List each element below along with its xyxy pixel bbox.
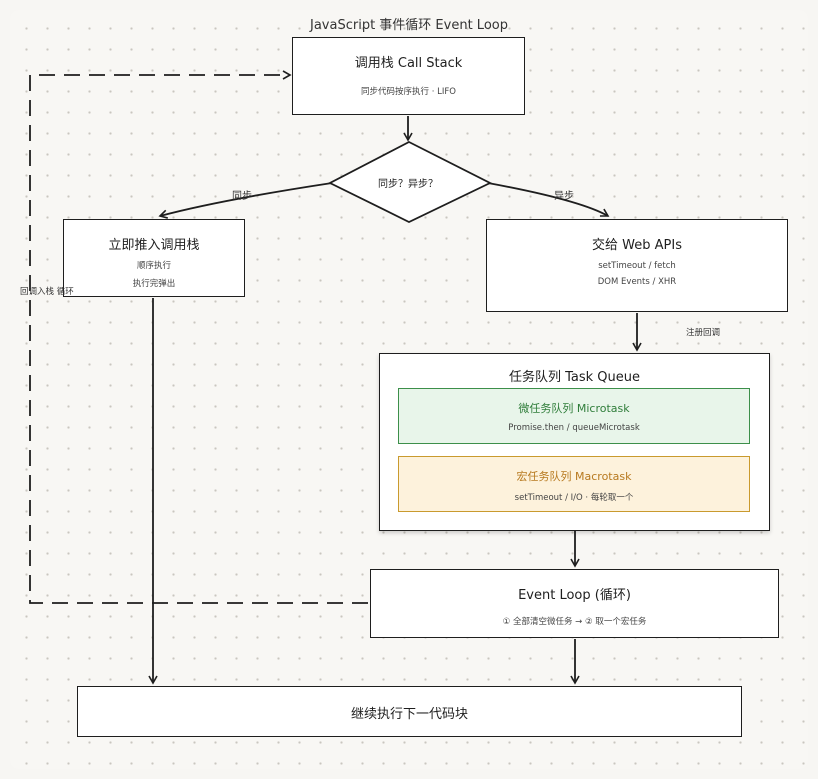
next-code-box: 继续执行下一代码块	[77, 686, 742, 737]
arrow-sync	[158, 182, 333, 219]
sync-box-title: 立即推入调用栈	[108, 238, 200, 253]
sync-box-line1: 顺序执行	[136, 261, 171, 271]
event-loop-subtitle: ① 全部清空微任务 → ② 取一个宏任务	[502, 617, 647, 627]
sync-box-line2: 执行完弹出	[132, 279, 176, 289]
decision-text: 同步？异步？	[378, 179, 438, 190]
event-loop-box: Event Loop (循环) ① 全部清空微任务 → ② 取一个宏任务	[370, 569, 779, 638]
async-label: 异步	[554, 191, 574, 202]
webapi-box-line2: DOM Events / XHR	[597, 277, 677, 287]
arrow-async	[487, 182, 610, 217]
webapi-box: 交给 Web APIs setTimeout / fetch DOM Event…	[486, 219, 788, 312]
microtask-subtitle: Promise.then / queueMicrotask	[508, 423, 640, 433]
event-loop-title: Event Loop (循环)	[518, 588, 631, 603]
loop-back-arrow	[29, 70, 368, 604]
next-code-title: 继续执行下一代码块	[350, 707, 468, 722]
call-stack-subtitle: 同步代码按序执行 · LIFO	[361, 87, 456, 97]
register-label: 注册回调	[686, 328, 721, 338]
sync-label: 同步	[232, 191, 252, 202]
microtask-title: 微任务队列 Microtask	[518, 402, 630, 415]
macrotask-subtitle: setTimeout / I/O · 每轮取一个	[514, 493, 634, 503]
macrotask-box: 宏任务队列 Macrotask setTimeout / I/O · 每轮取一个	[398, 456, 750, 512]
webapi-box-line1: setTimeout / fetch	[598, 261, 676, 271]
microtask-box: 微任务队列 Microtask Promise.then / queueMicr…	[398, 388, 750, 444]
decision-diamond	[328, 140, 493, 224]
diagram-title: JavaScript 事件循环 Event Loop	[310, 18, 508, 33]
webapi-box-title: 交给 Web APIs	[592, 238, 682, 253]
loop-back-label: 回调入栈 循环	[20, 287, 74, 297]
call-stack-title: 调用栈 Call Stack	[354, 56, 463, 71]
call-stack-box: 调用栈 Call Stack 同步代码按序执行 · LIFO	[292, 37, 525, 115]
sync-box: 立即推入调用栈 顺序执行 执行完弹出	[63, 219, 245, 297]
macrotask-title: 宏任务队列 Macrotask	[516, 470, 632, 483]
task-queue-title: 任务队列 Task Queue	[508, 370, 641, 385]
